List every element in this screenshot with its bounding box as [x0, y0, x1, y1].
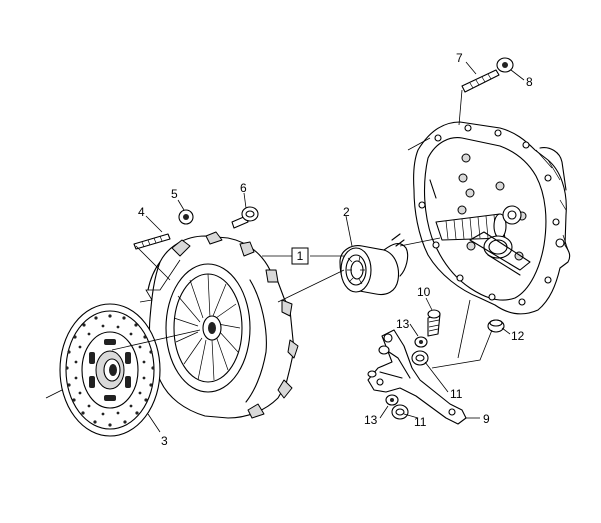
callout-12: 12 [511, 329, 525, 343]
callout-6: 6 [240, 181, 247, 195]
nut-5 [178, 209, 194, 225]
bolt-10 [427, 309, 441, 337]
callout-10: 10 [417, 285, 431, 299]
grease-fittings [367, 345, 390, 378]
washer-13-upper [414, 336, 428, 348]
assembly-lines [45, 89, 493, 399]
callout-7: 7 [456, 51, 463, 65]
stud-7 [461, 69, 500, 93]
clutch-disc [59, 303, 161, 437]
callout-9: 9 [483, 412, 490, 426]
disc-rivets [65, 314, 155, 427]
svg-text:1: 1 [297, 249, 304, 263]
callout-5: 5 [171, 187, 178, 201]
bushing-12 [487, 319, 505, 333]
callout-11: 11 [450, 387, 463, 401]
washer-13-lower [385, 394, 399, 406]
callout-leaders [145, 61, 525, 433]
bolt-6 [231, 206, 259, 229]
bushing-11-upper [411, 350, 429, 366]
release-bearing [339, 233, 409, 296]
clutch-cover [147, 231, 299, 419]
callout-2: 2 [343, 205, 350, 219]
release-fork [367, 329, 467, 425]
callout-11-lower: 11 [414, 415, 427, 429]
callout-3: 3 [161, 434, 168, 448]
callout-13-lower: 13 [364, 413, 378, 427]
callout-13: 13 [396, 317, 410, 331]
callouts: 1 2 3 4 5 6 7 8 9 10 11 11 12 13 13 [138, 51, 533, 448]
callout-4: 4 [138, 205, 145, 219]
callout-8: 8 [526, 75, 533, 89]
flywheel-housing [413, 121, 571, 315]
bushing-11-lower [391, 404, 409, 420]
nut-8 [496, 57, 514, 73]
stud-4 [133, 233, 171, 250]
callout-1: 1 [291, 247, 309, 265]
